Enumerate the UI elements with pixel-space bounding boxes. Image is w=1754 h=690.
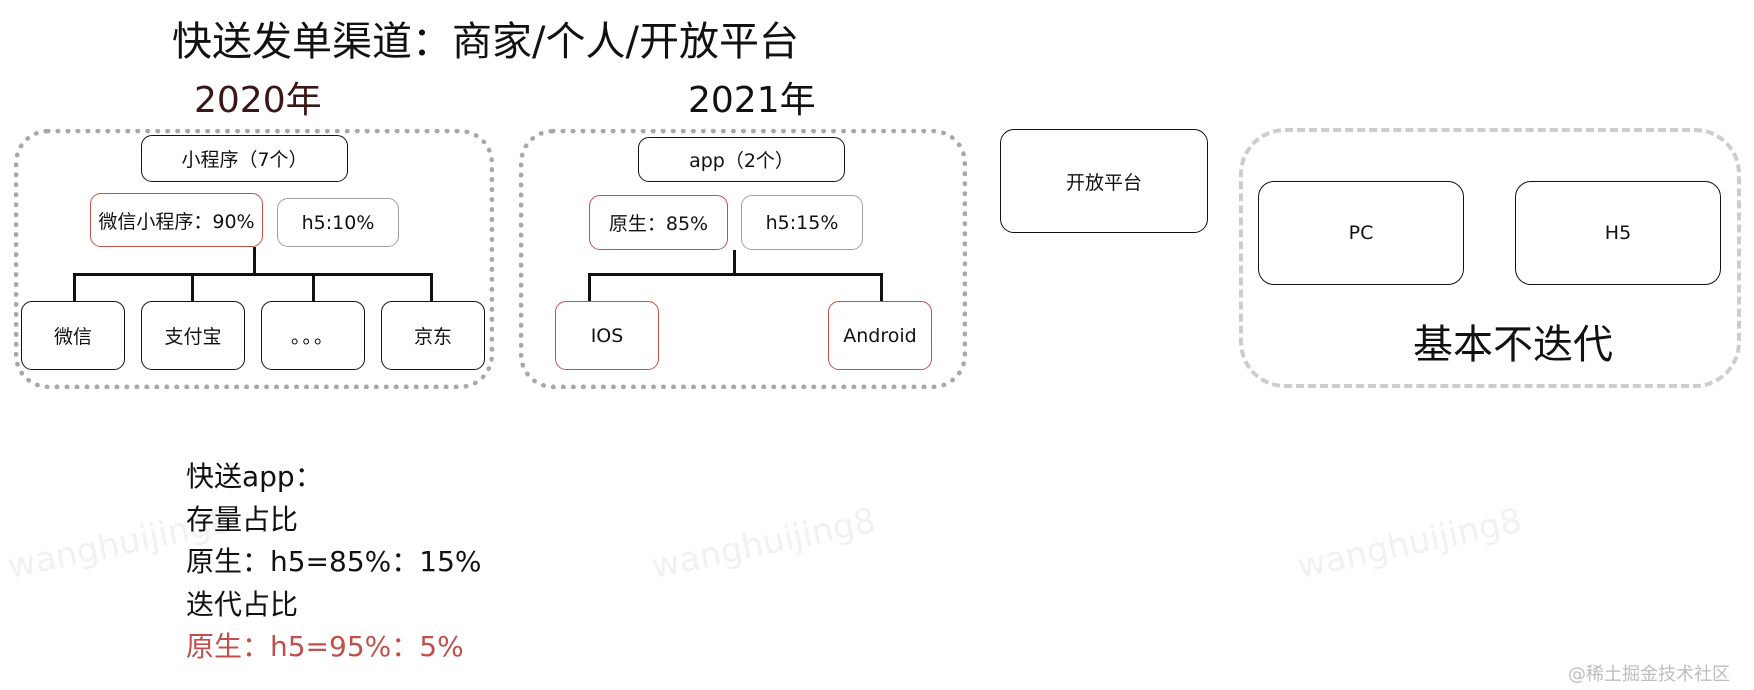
connector-line xyxy=(73,273,76,301)
year-2021-label: 2021年 xyxy=(688,80,816,121)
group-2020 xyxy=(14,129,494,389)
wechat-miniprogram-share-node: 微信小程序：90% xyxy=(90,193,263,247)
year-2020-label: 2020年 xyxy=(194,80,322,121)
pc-node: PC xyxy=(1258,181,1464,285)
connector-line xyxy=(733,250,736,274)
notes-block: 快送app： 存量占比 原生：h5=85%：15% 迭代占比 原生：h5=95%… xyxy=(186,456,482,669)
open-platform-node: 开放平台 xyxy=(1000,129,1208,233)
watermark: wanghuijing8 xyxy=(1294,500,1526,588)
connector-line xyxy=(312,273,315,301)
platform-node-android: Android xyxy=(828,301,932,370)
connector-line xyxy=(588,273,591,301)
group-no-iteration xyxy=(1239,128,1741,388)
connector-line xyxy=(588,273,883,276)
channel-node-alipay: 支付宝 xyxy=(141,301,245,370)
diagram-title: 快送发单渠道：商家/个人/开放平台 xyxy=(172,19,799,65)
platform-node-ios: IOS xyxy=(555,301,659,370)
native-share-node: 原生：85% xyxy=(589,195,728,250)
channel-node-more: 。。。 xyxy=(261,301,365,370)
group-2021 xyxy=(519,129,967,389)
connector-line xyxy=(430,273,433,301)
site-credit: @稀土掘金技术社区 xyxy=(1568,664,1730,685)
connector-line xyxy=(253,247,256,275)
watermark: wanghuijing8 xyxy=(648,500,880,588)
notes-line: 存量占比 xyxy=(186,502,299,536)
connector-line xyxy=(73,273,433,276)
h5-node: H5 xyxy=(1515,181,1721,285)
miniprogram-root-node: 小程序（7个） xyxy=(141,135,348,182)
connector-line xyxy=(191,273,194,301)
channel-node-jd: 京东 xyxy=(381,301,485,370)
notes-line: 快送app： xyxy=(186,460,323,493)
notes-line: 原生：h5=85%：15% xyxy=(186,545,482,578)
connector-line xyxy=(880,273,883,301)
notes-line-highlight: 原生：h5=95%：5% xyxy=(186,630,464,663)
notes-line: 迭代占比 xyxy=(186,587,299,621)
h5-share-node-2021: h5:15% xyxy=(741,195,863,250)
channel-node-wechat: 微信 xyxy=(21,301,125,370)
app-root-node: app（2个） xyxy=(638,137,845,182)
no-iteration-label: 基本不迭代 xyxy=(1413,322,1613,368)
h5-share-node-2020: h5:10% xyxy=(277,198,399,247)
